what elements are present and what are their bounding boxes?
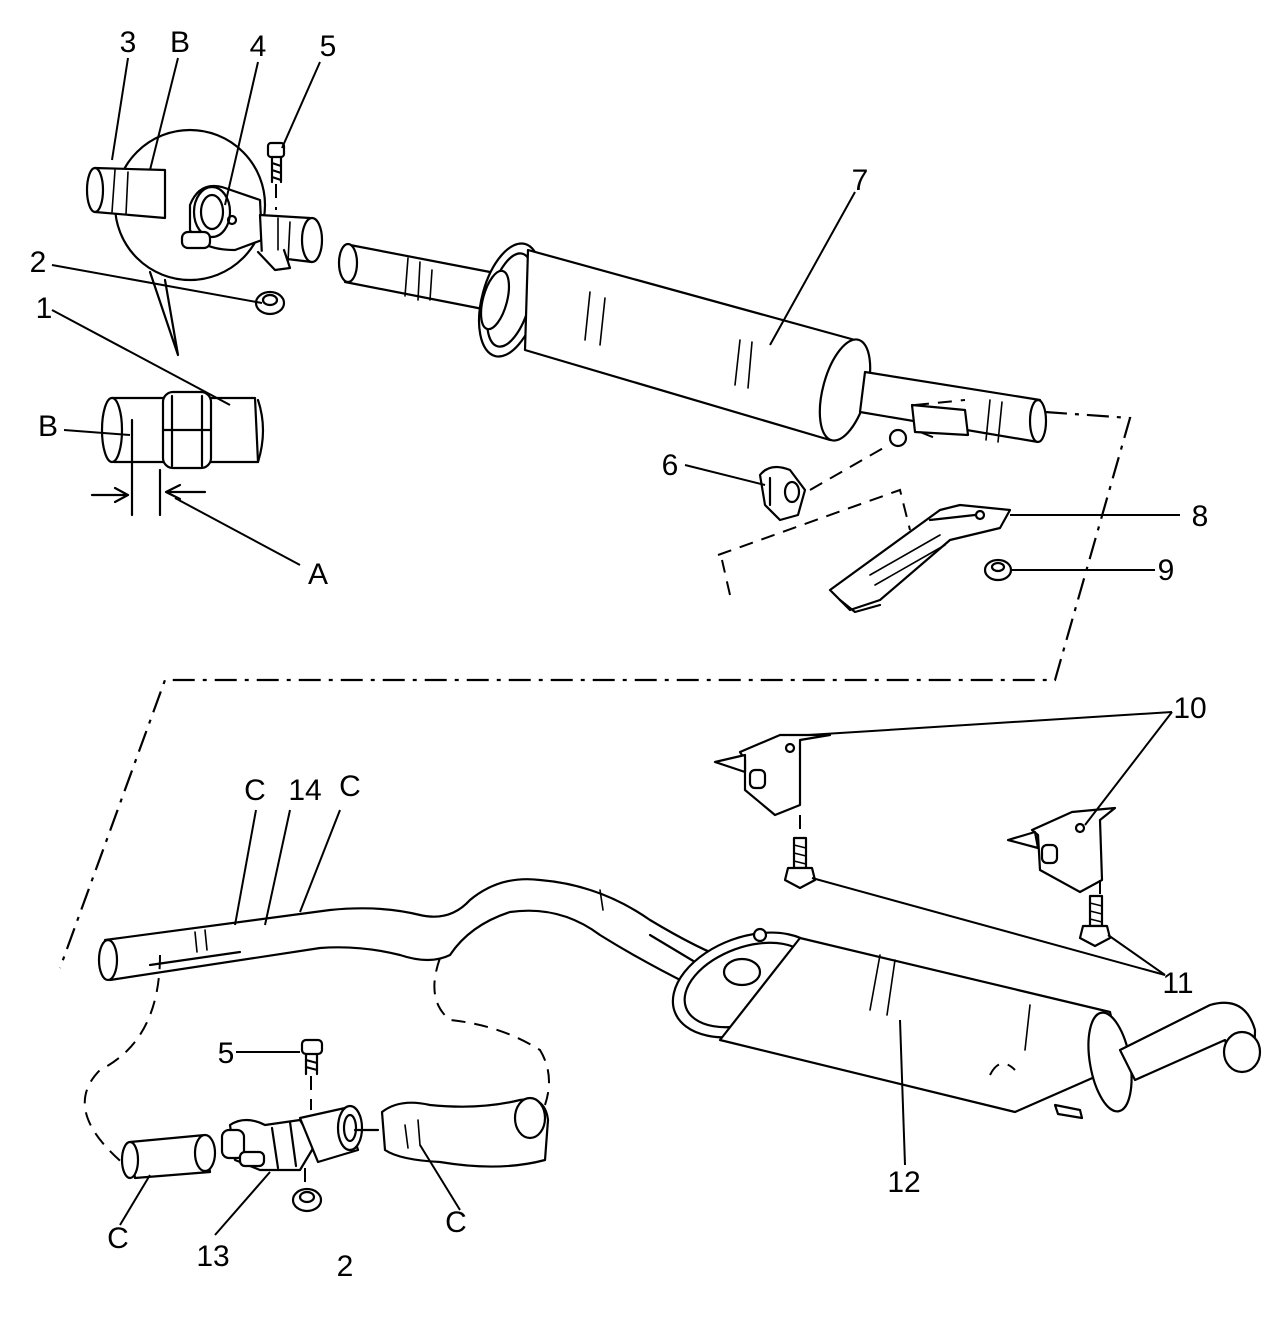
label-part-7: 7 [852, 164, 869, 197]
pipe-joint-13 [120, 1104, 364, 1180]
front-muffler-7 [337, 242, 1048, 448]
label-part-3: 3 [120, 26, 137, 59]
label-part-2-bottom: 2 [337, 1250, 354, 1283]
bolt-5-top [266, 141, 286, 210]
label-part-8: 8 [1192, 500, 1209, 533]
nut-9 [983, 558, 1013, 582]
label-part-13: 13 [196, 1240, 229, 1273]
label-part-14: 14 [288, 774, 321, 807]
hanger-10-right [1006, 806, 1117, 894]
nut-2-top [254, 290, 286, 316]
label-ref-C-bottom-right: C [445, 1206, 467, 1239]
bracket-8 [717, 446, 1012, 614]
section-boundary-top [58, 410, 1132, 969]
label-ref-B-top: B [170, 26, 190, 59]
label-part-11: 11 [1162, 967, 1193, 1000]
label-ref-A: A [308, 558, 328, 591]
label-part-6: 6 [662, 449, 679, 482]
label-part-1: 1 [36, 292, 53, 325]
pipe-joint-detail-lower [90, 390, 265, 517]
nut-2-bottom [291, 1168, 323, 1213]
label-ref-C-top-left: C [244, 774, 266, 807]
clamp-detail-magnifier [85, 128, 324, 357]
intermediate-pipe-14 [97, 878, 747, 992]
bolt-11-right [1078, 880, 1112, 948]
label-part-9: 9 [1158, 554, 1175, 587]
label-part-4: 4 [250, 30, 267, 63]
label-ref-B-detail: B [38, 410, 58, 443]
label-part-2-top: 2 [30, 246, 47, 279]
rear-muffler-12 [671, 927, 1262, 1120]
rubber-insulator-6 [758, 465, 807, 522]
label-part-10: 10 [1173, 692, 1206, 725]
dashed-link-left [83, 954, 161, 1166]
bolt-5-bottom [300, 1038, 324, 1110]
label-ref-C-bottom-left: C [107, 1222, 129, 1255]
bolt-11-left [783, 815, 817, 890]
bend-pipe-c [353, 1096, 550, 1168]
dashed-link-right [433, 957, 550, 1106]
clamp-4-detail [180, 184, 264, 252]
label-ref-C-top-right: C [339, 770, 361, 803]
leader-lines [51, 57, 1180, 1236]
label-part-5-top: 5 [320, 30, 337, 63]
label-part-5-bottom: 5 [218, 1037, 235, 1070]
label-part-12: 12 [887, 1166, 920, 1199]
hanger-10-left [713, 733, 832, 817]
